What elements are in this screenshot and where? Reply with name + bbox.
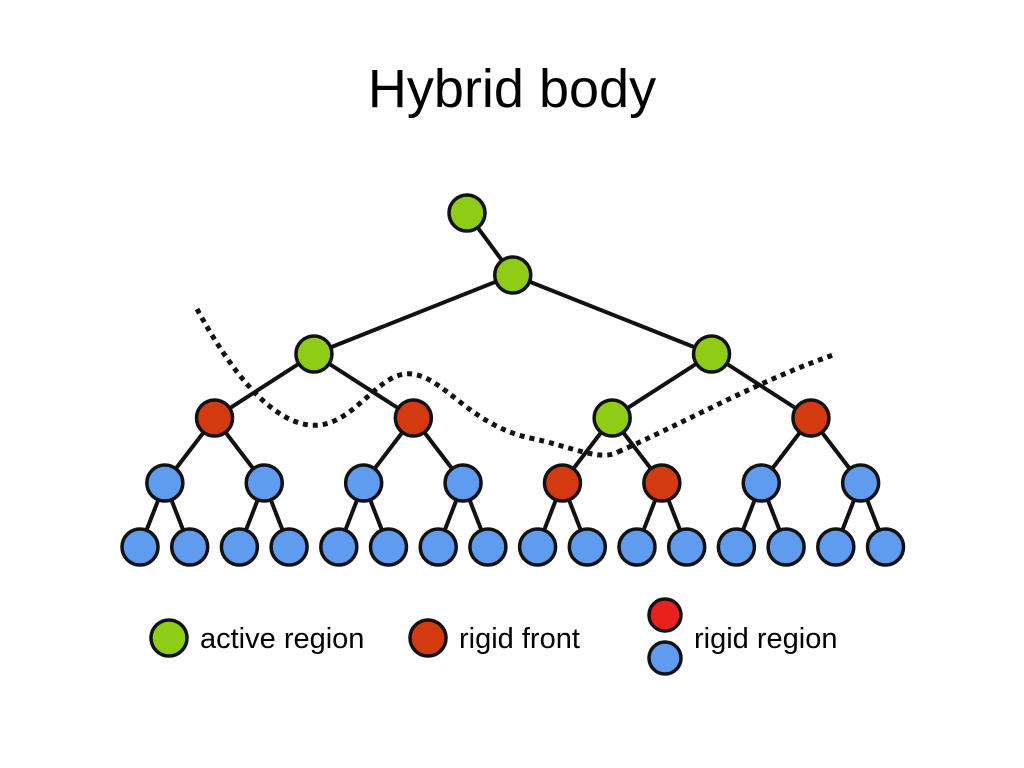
level2-node-active [691,334,732,374]
level3-node-front [791,398,831,438]
leaf-node-rigid [816,527,856,567]
leaf-node-rigid [169,527,210,567]
legend-rigid-red-swatch [647,597,683,633]
level4-node-rigid [443,463,483,503]
level1-node-active [493,255,533,295]
leaf-node-rigid [269,527,309,567]
root-node-active [447,193,487,233]
leaf-node-rigid [219,527,260,567]
legend-front-label: rigid front [459,623,580,655]
tree-nodes [120,193,906,567]
leaf-node-rigid [517,527,558,567]
level4-node-rigid [145,463,185,503]
leaf-node-rigid [468,527,508,567]
tree-edge [510,273,714,356]
leaf-node-rigid [766,527,806,567]
level4-node-rigid [741,463,781,503]
leaf-node-rigid [120,527,160,567]
level3-node-front [194,398,235,438]
cut-boundary-left [194,307,620,458]
leaf-node-rigid [368,527,409,567]
level3-node-front [393,398,434,438]
level4-node-rigid [244,463,284,503]
leaf-node-rigid [865,527,906,567]
legend-rigid-label: rigid region [694,623,837,655]
level4-node-rigid [343,463,384,503]
legend-front-swatch [408,618,448,658]
tree-edge [311,273,515,356]
level4-node-front [642,463,682,503]
diagram-title: Hybrid body [367,59,657,119]
leaf-node-rigid [617,527,657,567]
level2-node-active [294,334,334,374]
level4-node-rigid [840,463,881,503]
leaf-node-rigid [716,527,757,567]
leaf-node-rigid [418,527,458,567]
leaf-node-rigid [319,527,359,567]
level4-node-front [542,463,583,503]
legend-active-label: active region [200,623,364,655]
leaf-node-rigid [567,527,608,567]
legend: active region rigid front rigid region [149,597,837,676]
legend-rigid-blue-swatch [647,640,683,676]
level3-node-active [592,398,632,438]
leaf-node-rigid [666,527,707,567]
legend-active-swatch [149,618,189,658]
